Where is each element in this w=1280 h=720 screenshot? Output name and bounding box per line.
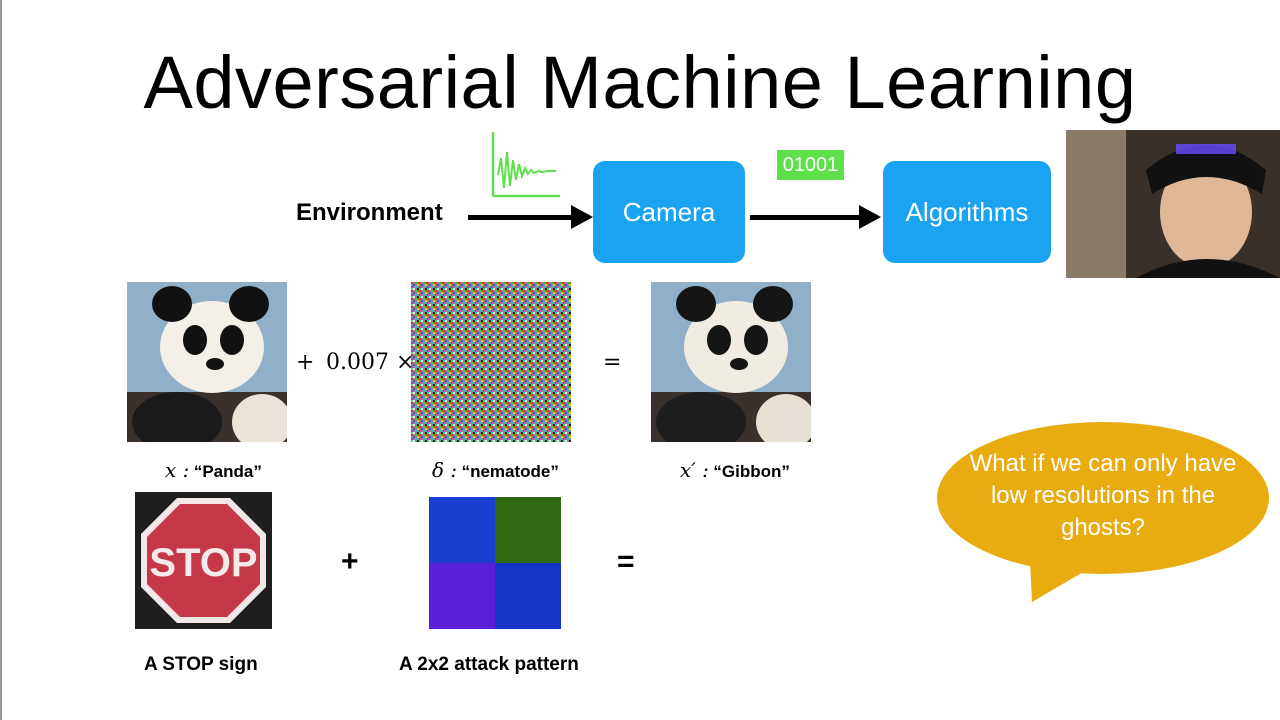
perturbed-panda-image [651, 282, 811, 442]
plus-operator-2: + [341, 545, 359, 578]
pattern-cell-top-right [495, 497, 561, 563]
pattern-cell-top-left [429, 497, 495, 563]
panda-label: “Panda” [193, 462, 262, 481]
arrow-camera-to-algorithms-head [859, 205, 881, 229]
stop-sign-caption: A STOP sign [144, 654, 258, 675]
camera-box: Camera [593, 161, 745, 263]
arrow-env-to-camera-line [468, 215, 573, 220]
presenter-webcam [1066, 130, 1280, 278]
plus-operator-1: + [296, 350, 315, 375]
slide-title: Adversarial Machine Learning [143, 41, 1137, 124]
xprime-symbol: x′ : [680, 458, 709, 482]
gibbon-label: “Gibbon” [713, 462, 790, 481]
waveform-signal-icon [491, 132, 560, 198]
noise-image [411, 282, 571, 442]
arrow-env-to-camera-head [571, 205, 593, 229]
caption-x: x : “Panda” [165, 458, 262, 482]
stop-sign-image: STOP [135, 492, 272, 629]
attack-pattern-caption: A 2x2 attack pattern [399, 654, 579, 675]
delta-symbol: δ : [432, 458, 458, 482]
slide-left-border [0, 0, 2, 720]
pattern-cell-bottom-right [495, 563, 561, 629]
speech-bubble-text: What if we can only have low resolutions… [969, 450, 1237, 541]
stop-sign-text: STOP [149, 541, 257, 585]
arrow-camera-to-algorithms-line [750, 215, 862, 220]
bits-badge: 01001 [777, 150, 844, 180]
equals-operator-1: = [603, 350, 622, 375]
caption-xprime: x′ : “Gibbon” [680, 458, 790, 482]
panda-image [127, 282, 287, 442]
equals-operator-2: = [617, 545, 635, 578]
nematode-label: “nematode” [461, 462, 559, 481]
attack-pattern-image [429, 497, 561, 629]
algorithms-box: Algorithms [883, 161, 1051, 263]
environment-label: Environment [296, 199, 443, 226]
x-symbol: x : [165, 458, 190, 482]
caption-delta: δ : “nematode” [432, 458, 559, 482]
noise-coefficient: 0.007 × [326, 350, 415, 375]
speech-bubble [937, 422, 1269, 602]
pattern-cell-bottom-left [429, 563, 495, 629]
